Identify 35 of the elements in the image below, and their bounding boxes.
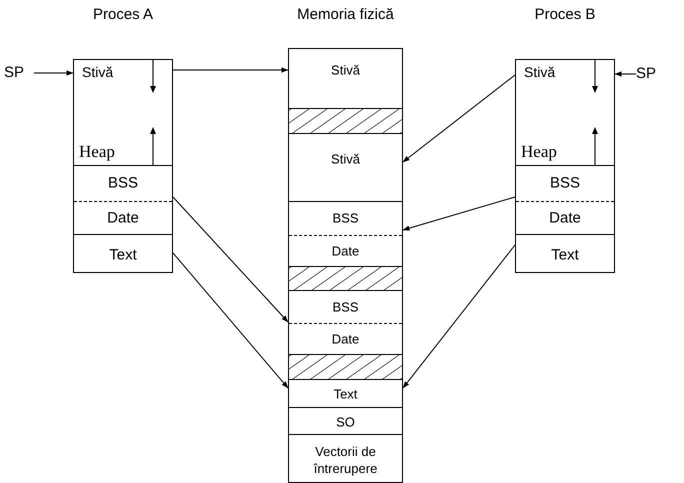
segment-label: BSS bbox=[332, 300, 358, 314]
segment-label: BSS bbox=[332, 210, 358, 226]
segment-label: Heap bbox=[79, 142, 115, 162]
segment-label: Date bbox=[549, 209, 581, 226]
segment-label: BSS bbox=[550, 174, 580, 192]
hatched-block bbox=[289, 354, 402, 379]
segment-label: BSS bbox=[108, 174, 138, 192]
hatched-block bbox=[289, 266, 402, 290]
segment-label: Text bbox=[332, 386, 358, 402]
arrow bbox=[172, 67, 288, 73]
arrow bbox=[614, 71, 636, 77]
segment-label: Stivă bbox=[524, 64, 556, 80]
segment-label: Date bbox=[107, 209, 139, 226]
arrow bbox=[172, 252, 288, 388]
arrow bbox=[34, 70, 74, 76]
arrow bbox=[402, 74, 516, 162]
segment-label: Text bbox=[550, 246, 580, 263]
pointer-label: SP bbox=[636, 65, 656, 82]
segment-label: Stivă bbox=[330, 62, 361, 78]
arrow bbox=[402, 244, 516, 388]
segment-label: Stivă bbox=[330, 150, 361, 168]
segment-label: Stivă bbox=[82, 64, 114, 80]
column-heading: Memoria fizică bbox=[297, 6, 394, 23]
segment-label: SO bbox=[335, 413, 356, 430]
hatched-block bbox=[289, 108, 402, 133]
segment-label: Text bbox=[108, 246, 138, 263]
column-heading: Proces B bbox=[534, 6, 596, 23]
segment-label: Vectorii de întrerupere bbox=[312, 442, 378, 476]
column-heading: Proces A bbox=[92, 6, 154, 23]
arrow bbox=[402, 196, 516, 231]
arrow bbox=[172, 196, 288, 322]
pointer-label: SP bbox=[4, 64, 24, 81]
segment-label: Date bbox=[332, 332, 360, 346]
segment-label: Date bbox=[332, 243, 360, 258]
segment-label: Heap bbox=[521, 142, 557, 162]
